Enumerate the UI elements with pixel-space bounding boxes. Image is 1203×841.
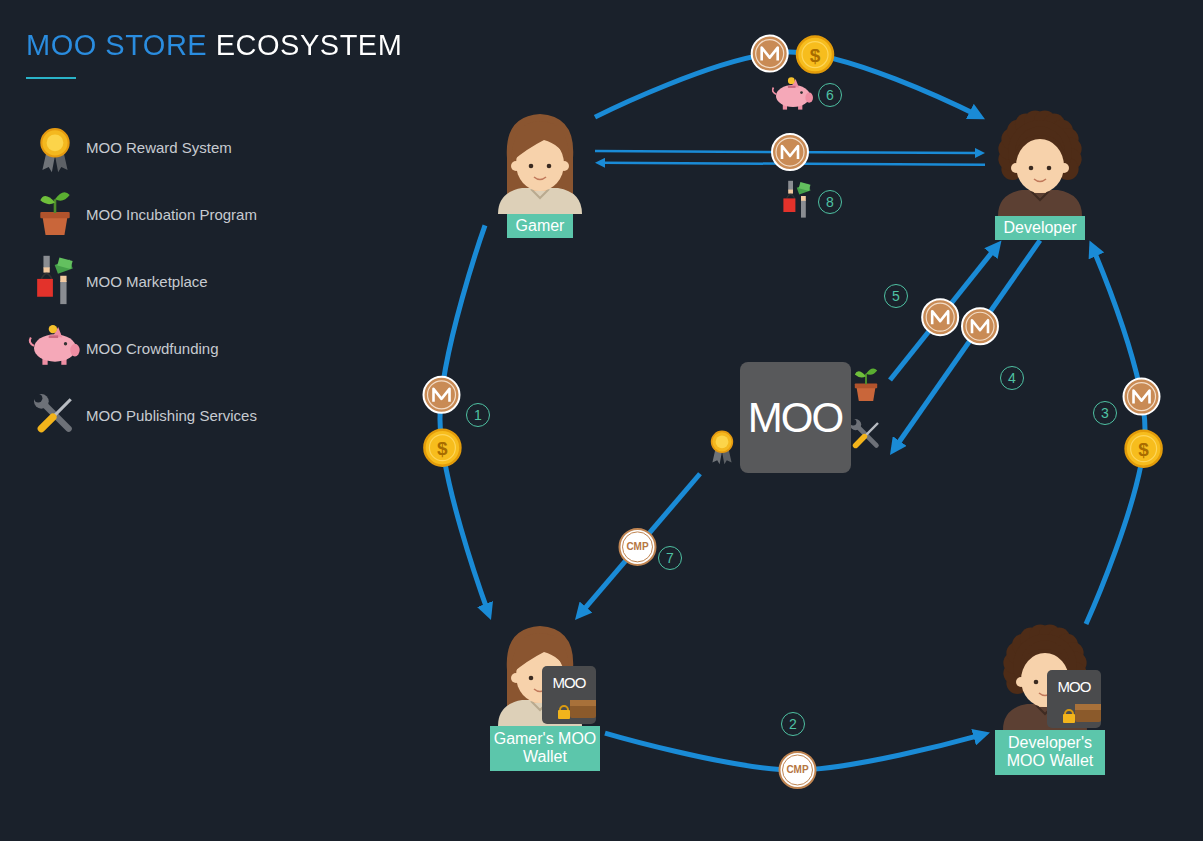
legend-label: MOO Incubation Program	[86, 206, 257, 223]
callout-number: 6	[818, 83, 842, 107]
flow-arrow	[890, 240, 1040, 455]
wallet-brand: MOO	[1058, 679, 1091, 694]
coin-symbol: $	[437, 438, 448, 457]
callout-number: 7	[658, 546, 682, 570]
sprout-icon	[855, 368, 877, 401]
platform-name: MOO	[748, 394, 842, 442]
piggy-bank-icon	[30, 325, 80, 365]
moo-coin	[772, 134, 808, 170]
legend-label: MOO Publishing Services	[86, 407, 257, 424]
moo-coin	[962, 308, 998, 344]
legend-label: MOO Crowdfunding	[86, 340, 219, 357]
node-label: Gamer's MOO Wallet	[490, 726, 600, 771]
developer-figure	[998, 110, 1082, 216]
flow-arrow	[440, 225, 491, 620]
moo-coin	[752, 36, 788, 72]
dollar-coin	[797, 37, 833, 73]
cmp-coin	[620, 529, 656, 565]
wallet-node: Gamer's MOO Wallet	[485, 620, 605, 771]
tools-icon	[34, 394, 71, 429]
title: MOO STORE ECOSYSTEM	[26, 30, 402, 62]
legend-label: MOO Reward System	[86, 139, 232, 156]
figure	[985, 110, 1095, 216]
moo-coin	[922, 299, 958, 335]
flow-arrow	[595, 52, 985, 119]
wallet-brand: MOO	[553, 675, 586, 690]
wallet-node: Developer's MOO Wallet	[990, 624, 1110, 775]
flow-arrow	[575, 474, 700, 620]
wallet-icon	[542, 666, 596, 724]
coin-label: CMP	[786, 765, 808, 775]
medal-icon	[712, 431, 733, 464]
moo-coin	[423, 377, 459, 413]
gamer-figure	[498, 114, 582, 214]
actor-node: Developer	[985, 110, 1095, 240]
tools-icon	[850, 419, 878, 445]
flow-arrow	[890, 240, 1002, 380]
callout-number: 3	[1093, 401, 1117, 425]
actor-node: Gamer	[485, 108, 595, 238]
node-label: Developer	[995, 216, 1086, 240]
callout-number: 8	[818, 190, 842, 214]
marketplace-icon	[37, 256, 73, 304]
coin-label: CMP	[626, 542, 648, 552]
dollar-coin	[424, 430, 460, 466]
platform-node: MOO	[700, 355, 890, 480]
title-underline	[26, 77, 76, 79]
cmp-coin	[780, 752, 816, 788]
callout-number: 2	[781, 712, 805, 736]
figure	[990, 624, 1110, 730]
sprout-icon	[40, 192, 69, 235]
node-label: Gamer	[507, 214, 574, 238]
moo-coin	[1124, 379, 1160, 415]
callout-number: 5	[884, 284, 908, 308]
coin-symbol: $	[810, 45, 821, 64]
platform-box: MOO	[740, 362, 851, 473]
marketplace-icon	[783, 181, 810, 218]
wallet-icon	[1047, 670, 1101, 728]
figure	[485, 620, 605, 726]
medal-icon	[41, 129, 68, 172]
coin-symbol: $	[1138, 439, 1149, 458]
piggy-bank-icon	[773, 77, 813, 109]
figure	[485, 108, 595, 214]
node-label: Developer's MOO Wallet	[995, 730, 1105, 775]
callout-number: 4	[1000, 366, 1024, 390]
callout-number: 1	[466, 403, 490, 427]
legend-label: MOO Marketplace	[86, 273, 208, 290]
dollar-coin	[1126, 431, 1162, 467]
